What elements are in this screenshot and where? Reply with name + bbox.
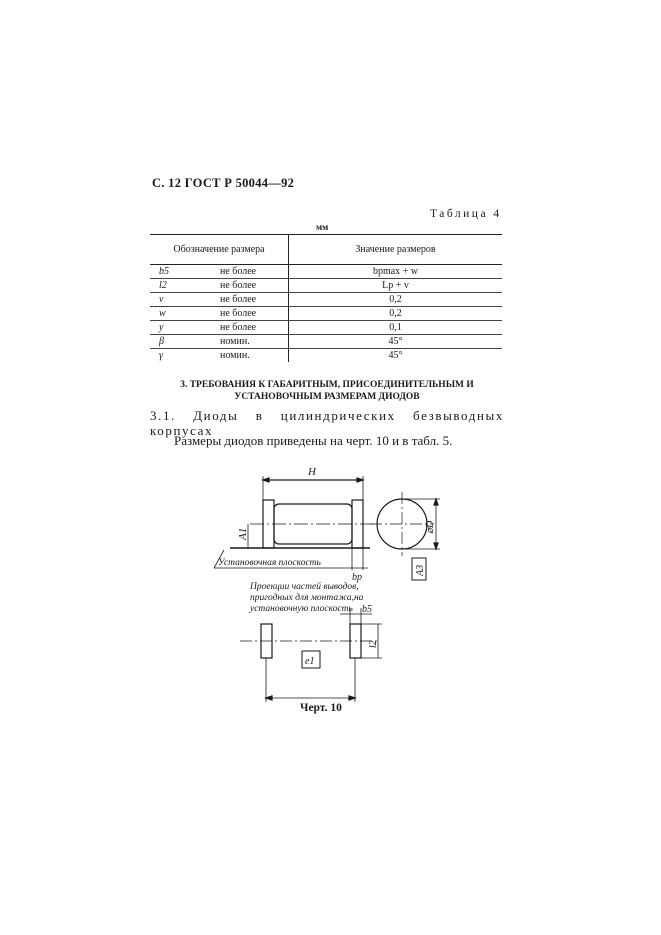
table-units: мм [316, 222, 329, 232]
table-cell-limit: не более [217, 264, 289, 279]
note-line-2: пригодных для монтажа,на [250, 592, 364, 603]
paragraph-reference: Размеры диодов приведены на черт. 10 и в… [174, 433, 453, 448]
note-line-1: Проекции частей выводов, [249, 581, 359, 592]
label-b5: b5 [362, 604, 372, 615]
A3-frame [411, 557, 427, 581]
label-seating-plane: Установочная плоскость [218, 558, 322, 568]
table-number: Таблица 4 [430, 208, 502, 220]
table-cell-symbol: γ [159, 350, 163, 361]
label-H: H [307, 466, 317, 478]
table-cell-limit: номин. [217, 334, 289, 349]
section-title: 3. ТРЕБОВАНИЯ К ГАБАРИТНЫМ, ПРИСОЕДИНИТЕ… [180, 380, 474, 402]
dimensions-table: Обозначение размера Значение размеров b5… [150, 234, 502, 362]
table-cell-limit: не более [217, 278, 289, 293]
label-bp: bp [352, 572, 362, 583]
paragraph-3-1: 3.1. Диоды в цилиндрических безвыводных … [150, 408, 504, 438]
column-header-value: Значение размеров [288, 234, 502, 265]
table-cell-value: bpmax + w [288, 264, 502, 279]
label-A1: A1 [237, 528, 249, 541]
table-cell-limit: номин. [217, 348, 289, 362]
label-l2: l2 [368, 640, 379, 648]
table-cell-symbol: v [150, 292, 217, 307]
label-D: ⌀D [425, 520, 436, 534]
table-cell-limit: не более [217, 320, 289, 335]
figure-caption: Черт. 10 [300, 702, 342, 714]
table-header-row: Обозначение размера Значение размеров [150, 234, 502, 265]
table-cell-symbol: y [150, 320, 217, 335]
column-header-name: Обозначение размера [150, 234, 289, 265]
page-header: С. 12 ГОСТ Р 50044—92 [152, 176, 295, 190]
table-cell-value: 45° [288, 334, 502, 349]
e1-frame [301, 650, 321, 669]
table-cell-symbol: l2 [150, 278, 217, 293]
diode-drawing: H A1 bp ⌀D A3 Установочная плоскость Про… [213, 466, 440, 702]
table-cell-symbol: b5 [150, 264, 217, 279]
table-cell-symbol: β [150, 334, 217, 349]
label-A3: A3 [415, 565, 426, 577]
table-cell-value: Lp + v [288, 278, 502, 293]
note-line-3: установочную плоскость [249, 604, 354, 614]
table-cell-limit: не более [217, 306, 289, 321]
table-cell-limit: не более [217, 292, 289, 307]
label-e1: e1 [305, 656, 314, 667]
table-row: γ номин. 45° [150, 348, 502, 362]
table-cell-value: 45° [388, 350, 403, 361]
table-cell-value: 0,2 [288, 292, 502, 307]
table-cell-symbol: w [150, 306, 217, 321]
table-cell-value: 0,2 [288, 306, 502, 321]
table-cell-value: 0,1 [288, 320, 502, 335]
